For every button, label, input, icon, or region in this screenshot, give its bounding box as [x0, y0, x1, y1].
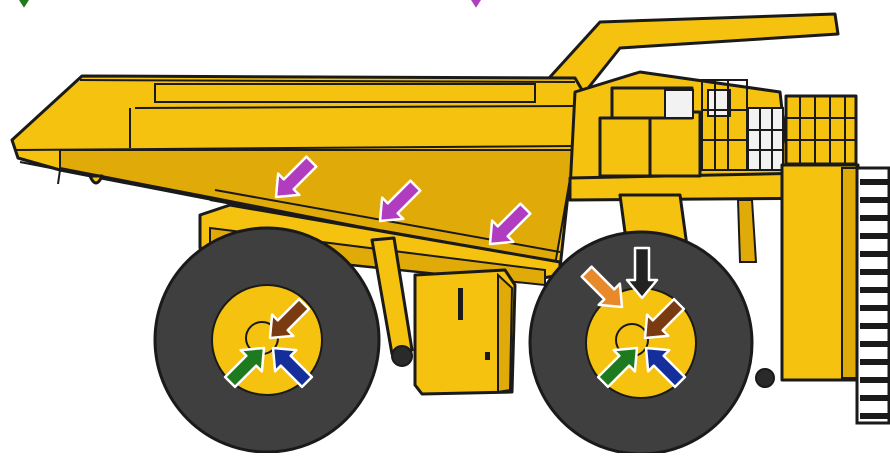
fuel-tank-slot: [458, 288, 463, 320]
top-left-marker: [15, 0, 33, 10]
top-middle-marker: [467, 0, 485, 10]
cylinder-pin: [392, 346, 412, 366]
hook-2: [90, 176, 102, 183]
front-pivot: [756, 369, 774, 387]
fuel-tank-face: [498, 275, 512, 392]
cab-box-1: [600, 118, 652, 176]
hook-1: [58, 170, 60, 184]
fuel-tank-tab: [485, 352, 490, 360]
front-ladder: [857, 168, 889, 423]
window-grid: [748, 108, 783, 170]
front-strut: [738, 200, 756, 262]
cab-window: [665, 90, 693, 118]
rear-wheel: [155, 228, 379, 452]
cab-window-2: [708, 90, 730, 116]
cab-box-2: [650, 112, 700, 176]
